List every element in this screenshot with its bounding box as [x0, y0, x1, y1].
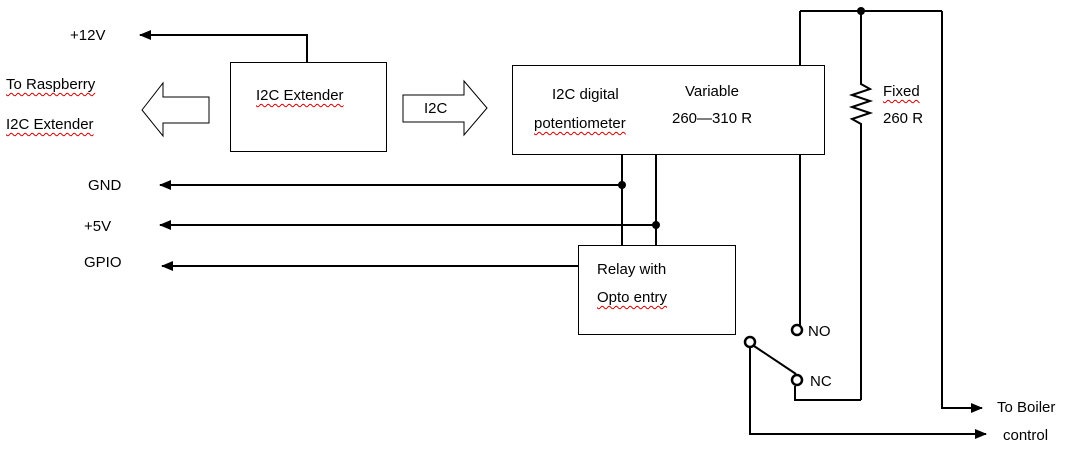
contact-common [743, 335, 757, 349]
hollow-arrow-left [141, 81, 210, 138]
hollow-arrow-right [402, 79, 488, 137]
label-gpio: GPIO [84, 254, 122, 271]
wire-12v [139, 30, 308, 62]
label-12v: +12V [70, 27, 106, 44]
label-variable: Variable [685, 83, 739, 100]
label-pot-line2: potentiometer [534, 115, 626, 132]
wire-boiler-2 [749, 347, 987, 439]
label-relay-line1: Relay with [597, 261, 667, 278]
label-gnd: GND [88, 177, 122, 194]
relay-switch-blade [753, 345, 797, 375]
label-i2c-extender-left: I2C Extender [6, 116, 94, 133]
label-5v: +5V [84, 218, 112, 235]
label-fixed: Fixed [883, 83, 920, 100]
wire-boiler-1 [941, 11, 983, 413]
junction-top [857, 7, 865, 15]
label-pot-line1: I2C digital [552, 86, 619, 103]
label-relay-line2: Opto entry [597, 289, 668, 306]
label-fixed-value: 260 R [883, 110, 924, 127]
label-variable-range: 260—310 R [672, 110, 753, 127]
label-nc: NC [810, 373, 832, 390]
fixed-resistor-symbol [848, 78, 874, 130]
wire-nc-to-fixed [794, 386, 861, 401]
junction-5v [652, 221, 660, 229]
potentiometer-box [512, 65, 825, 155]
label-no: NO [808, 323, 831, 340]
junction-gnd [618, 181, 626, 189]
label-i2c-arrow: I2C [424, 100, 448, 117]
i2c-extender-box [230, 62, 387, 152]
label-boiler-line1: To Boiler [997, 399, 1056, 416]
label-boiler-line2: control [1003, 427, 1049, 444]
contact-no [790, 323, 804, 337]
contact-nc [790, 373, 804, 387]
label-to-raspberry: To Raspberry [6, 76, 96, 93]
label-i2c-extender-box: I2C Extender [256, 87, 344, 104]
relay-box [578, 245, 736, 335]
